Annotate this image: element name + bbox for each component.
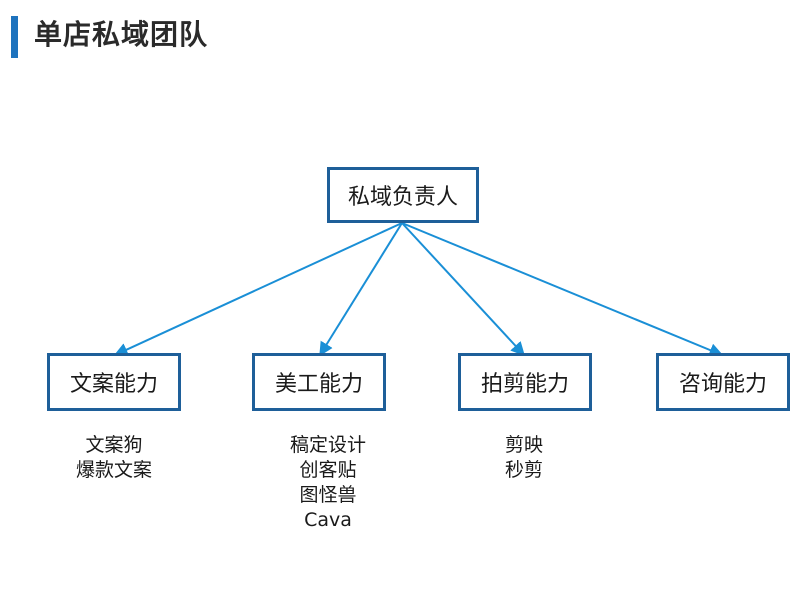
- edge-root-to-consulting: [401, 222, 724, 357]
- node-filming-editing: 拍剪能力: [458, 353, 592, 411]
- tool-item: 爆款文案: [75, 459, 152, 481]
- tool-item: 秒剪: [504, 459, 543, 481]
- tool-item: Cava: [304, 509, 352, 531]
- node-label: 咨询能力: [678, 372, 767, 397]
- node-private-domain-lead: 私域负责人: [327, 167, 479, 223]
- tool-list-filming-editing: 剪映 秒剪: [449, 433, 599, 483]
- node-label: 拍剪能力: [480, 372, 569, 397]
- tool-item: 创客贴: [299, 459, 357, 481]
- node-consulting: 咨询能力: [656, 353, 790, 411]
- node-copywriting: 文案能力: [47, 353, 181, 411]
- node-design: 美工能力: [252, 353, 386, 411]
- edge-root-to-filming-editing: [401, 222, 525, 357]
- tool-list-copywriting: 文案狗 爆款文案: [39, 433, 189, 483]
- tool-list-design: 稿定设计 创客贴 图怪兽 Cava: [253, 433, 403, 533]
- node-label: 私域负责人: [347, 185, 458, 210]
- page-title: 单店私域团队: [34, 18, 209, 51]
- node-label: 文案能力: [69, 372, 158, 397]
- edge-root-to-copywriting: [113, 222, 403, 357]
- tool-item: 图怪兽: [299, 484, 357, 506]
- edge-root-to-design: [319, 222, 403, 357]
- tool-item: 文案狗: [85, 434, 143, 456]
- tool-item: 稿定设计: [289, 434, 366, 456]
- node-label: 美工能力: [274, 372, 363, 397]
- tool-item: 剪映: [504, 434, 543, 456]
- title-accent-bar: [11, 16, 18, 58]
